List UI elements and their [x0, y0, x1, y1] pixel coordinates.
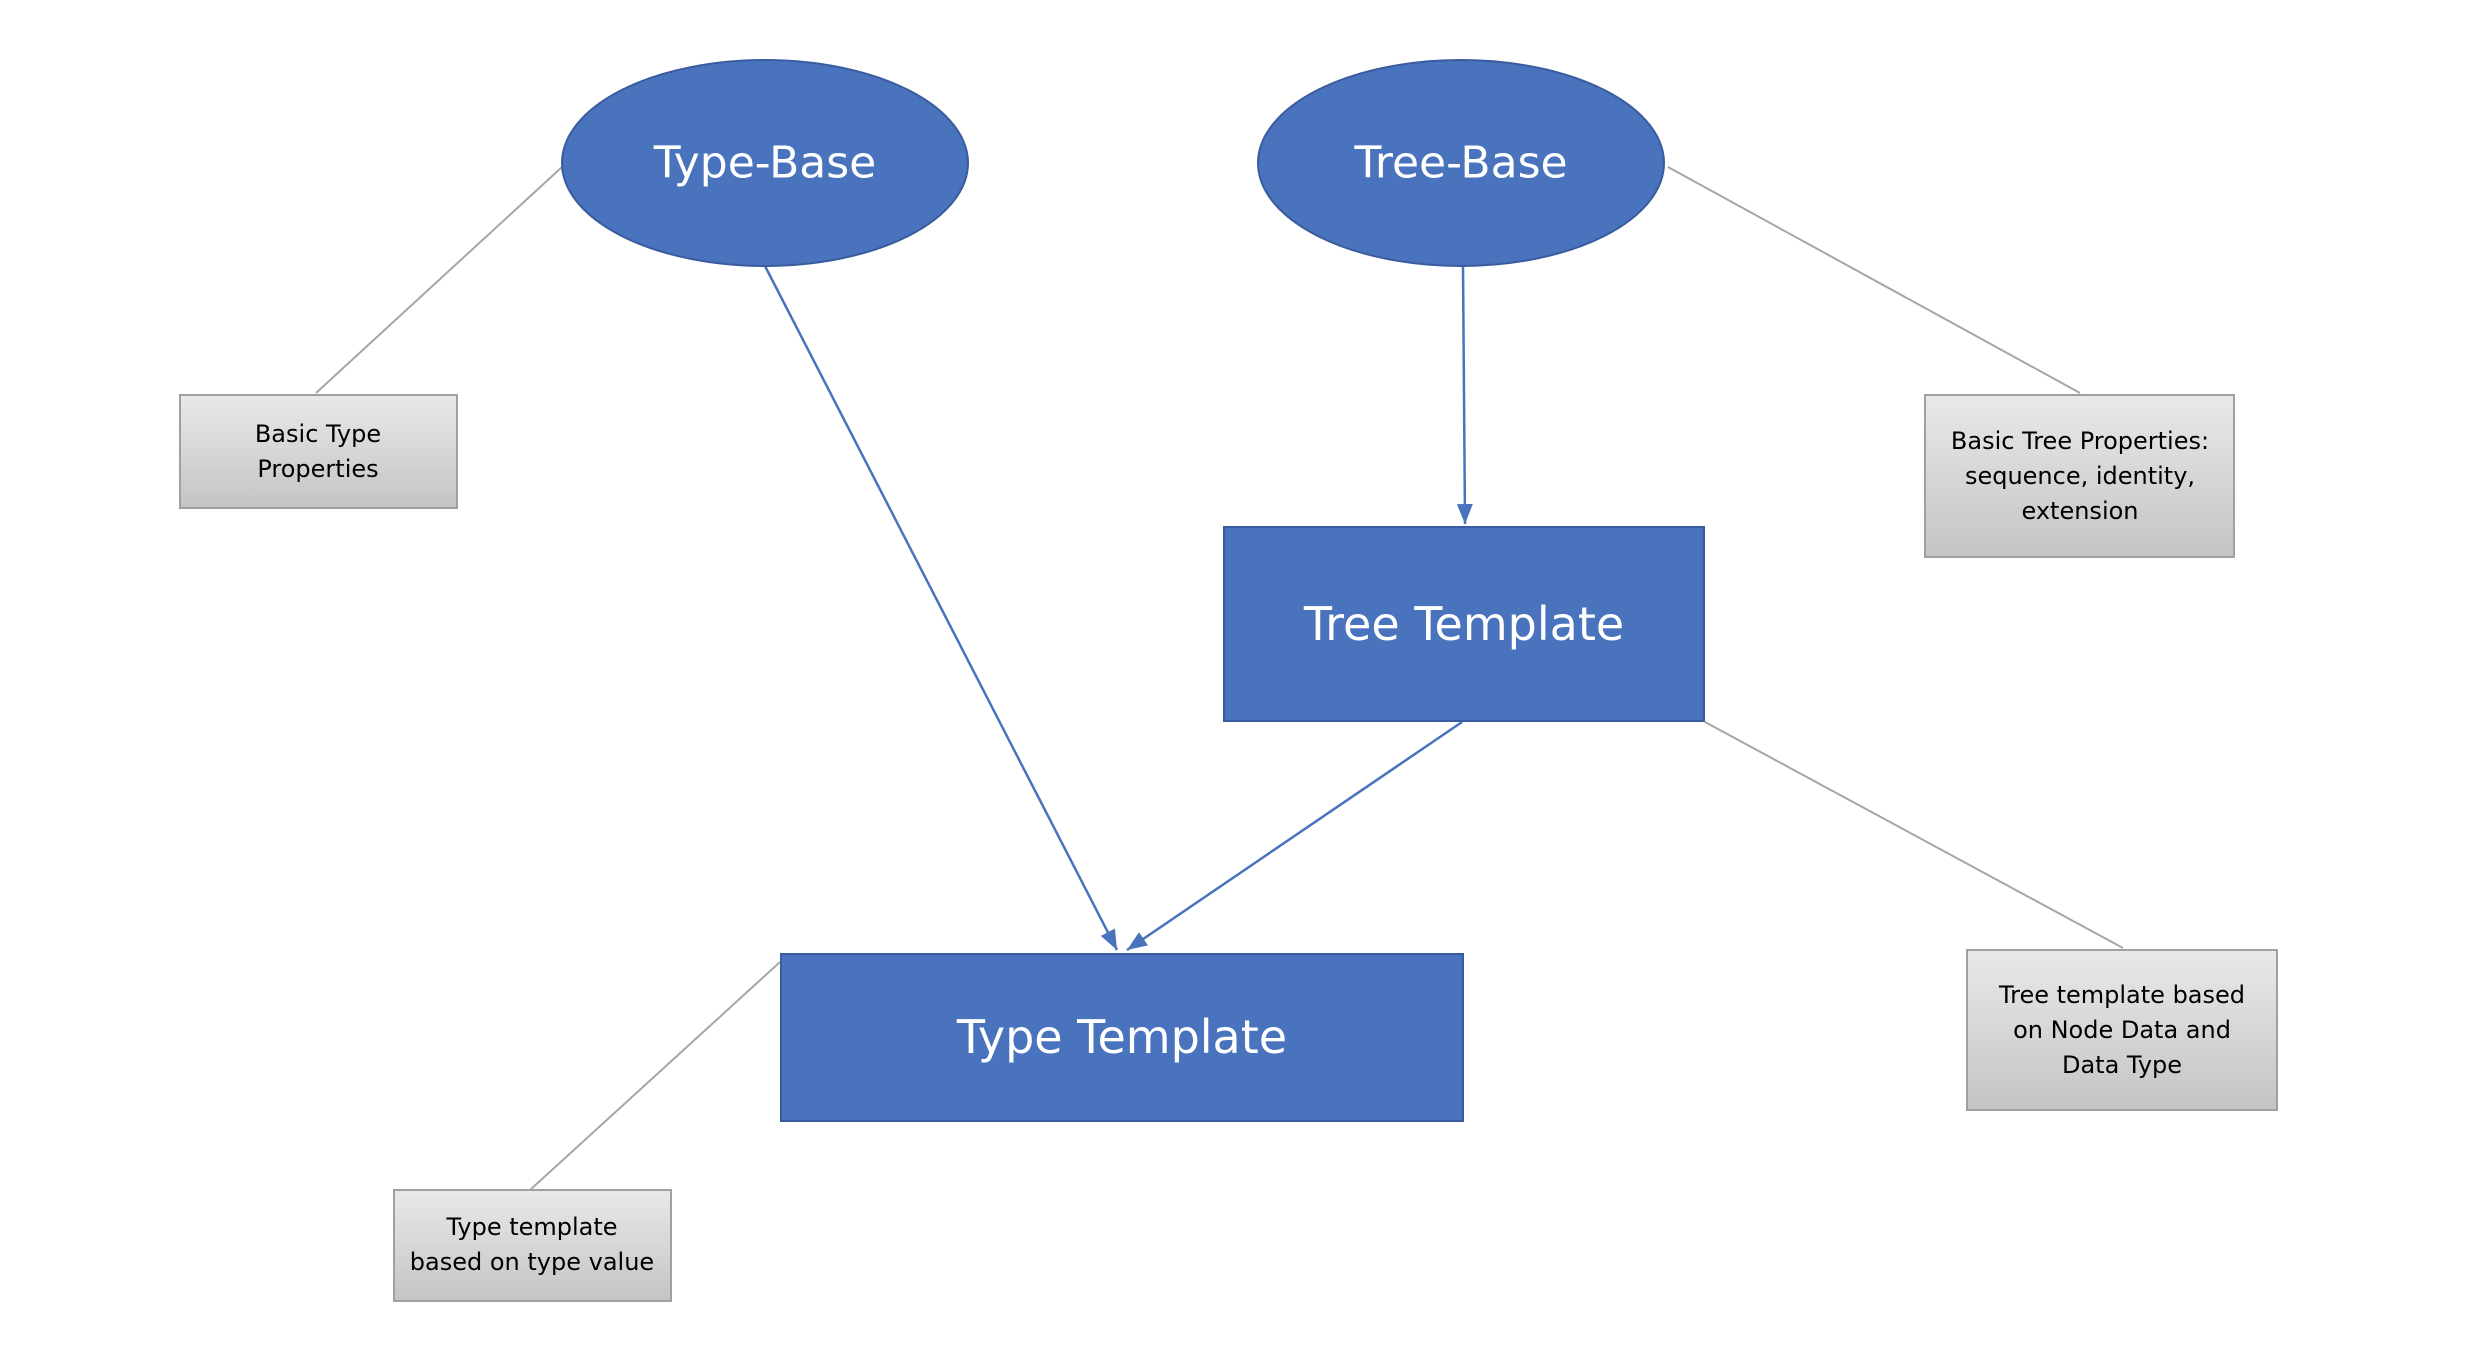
basic-tree-properties-note[interactable]: Basic Tree Properties: sequence, identit…: [1924, 394, 2235, 558]
basic-tree-note-line-2: sequence, identity,: [1965, 462, 2195, 490]
tree-template-label: Tree Template: [1303, 597, 1624, 651]
type-base-node[interactable]: Type-Base: [561, 59, 969, 267]
basic-type-properties-note[interactable]: Basic Type Properties: [179, 394, 458, 509]
tree-template-note-line-3: Data Type: [2062, 1051, 2182, 1079]
tree-base-node[interactable]: Tree-Base: [1257, 59, 1665, 267]
type-template-note-line-2: based on type value: [410, 1248, 654, 1276]
connector-tree-base-to-basic-tree-note: [1667, 166, 2081, 394]
type-template-note-box: [393, 1189, 672, 1302]
arrow-type-base-to-type-template: [763, 265, 1119, 951]
basic-type-note-line-2: Properties: [257, 455, 378, 483]
type-base-label: Type-Base: [653, 138, 877, 189]
tree-template-note[interactable]: Tree template based on Node Data and Dat…: [1966, 949, 2278, 1111]
type-base-ellipse: [561, 59, 969, 267]
connector-tree-template-to-tree-template-note: [1704, 721, 2124, 949]
basic-tree-note-line-3: extension: [2022, 497, 2139, 525]
basic-tree-note-line-1: Basic Tree Properties:: [1951, 427, 2209, 455]
arrow-tree-template-to-type-template: [1126, 720, 1463, 952]
tree-template-node[interactable]: Tree Template: [1223, 526, 1705, 722]
type-template-box: [780, 953, 1464, 1122]
arrow-tree-base-to-tree-template: [1456, 265, 1473, 525]
type-template-note-line-1: Type template: [445, 1213, 617, 1241]
tree-template-note-line-2: on Node Data and: [2013, 1016, 2231, 1044]
type-template-label: Type Template: [956, 1010, 1287, 1064]
connector-type-template-to-type-template-note: [529, 961, 781, 1191]
tree-template-note-line-1: Tree template based: [1998, 981, 2245, 1009]
tree-base-label: Tree-Base: [1353, 138, 1567, 189]
basic-type-note-box: [179, 394, 458, 509]
type-template-note[interactable]: Type template based on type value: [393, 1189, 672, 1302]
tree-template-box: [1223, 526, 1705, 722]
basic-type-note-line-1: Basic Type: [255, 420, 381, 448]
tree-base-ellipse: [1257, 59, 1665, 267]
connector-type-base-to-basic-type-note: [315, 166, 563, 394]
basic-tree-note-box: [1924, 394, 2235, 558]
type-template-node[interactable]: Type Template: [780, 953, 1464, 1122]
tree-template-note-box: [1966, 949, 2278, 1111]
